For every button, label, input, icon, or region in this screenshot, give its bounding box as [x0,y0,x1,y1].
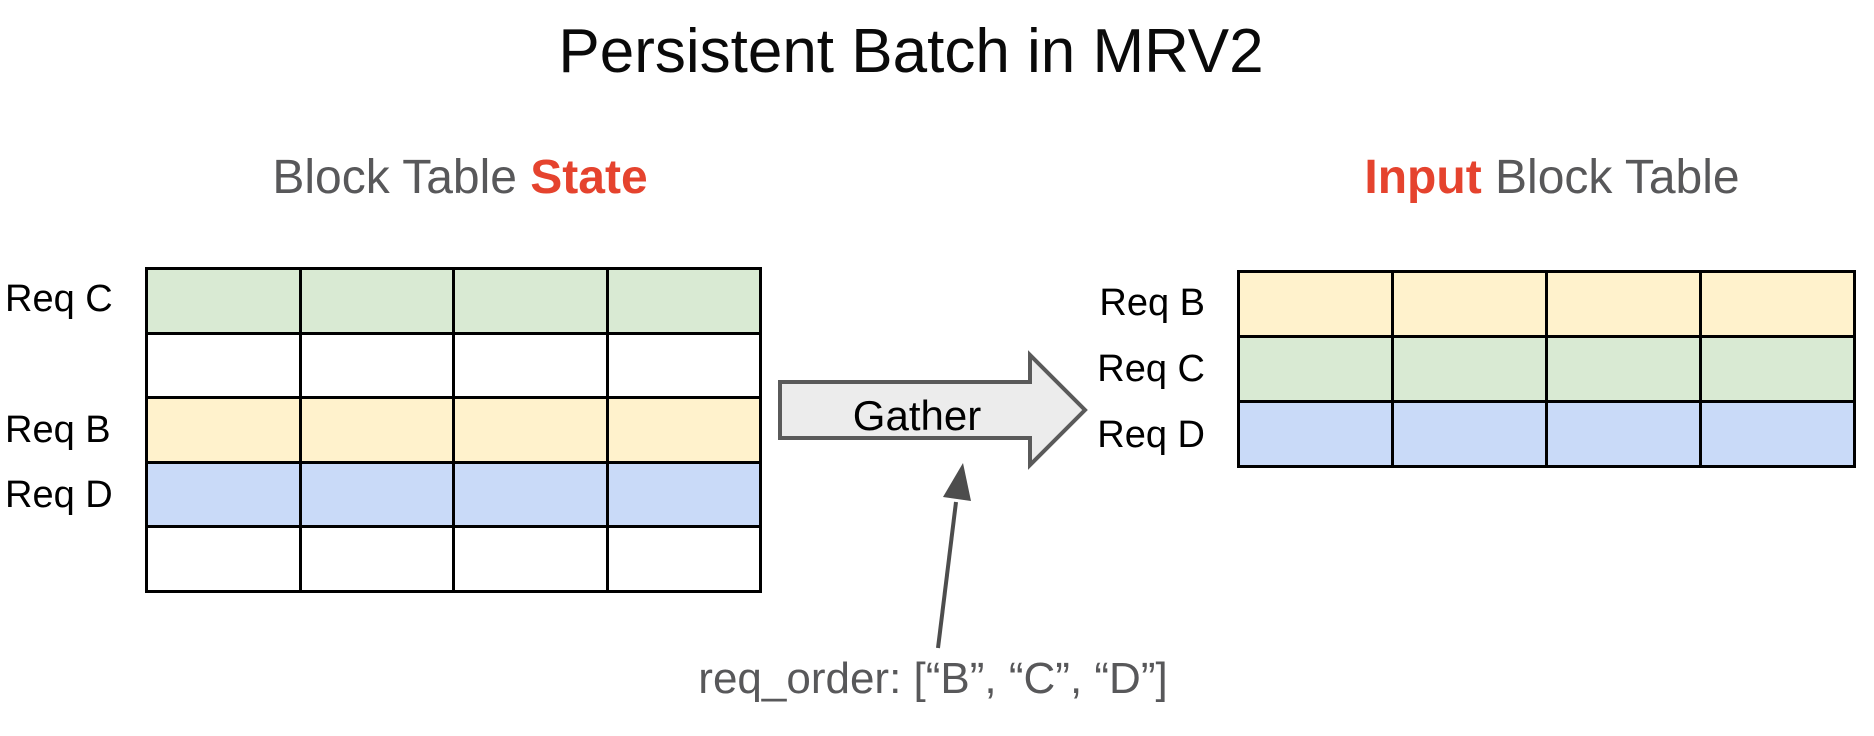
table-cell [301,463,452,526]
table-cell [1548,273,1699,335]
state-block-table [145,267,762,593]
annotation-arrow-icon [936,463,971,649]
table-row [148,334,759,397]
table-cell [1394,403,1545,465]
state-table-heading-prefix: Block Table [272,151,531,204]
table-cell [608,463,759,526]
input-block-table [1237,270,1856,468]
table-cell [1548,403,1699,465]
gather-arrow-shape [778,350,1088,470]
page-title: Persistent Batch in MRV2 [558,17,1264,86]
table-cell [1702,403,1853,465]
table-cell [455,528,606,590]
table-cell [608,399,759,461]
row-label-empty [5,332,135,397]
state-table-row-labels: Req C Req B Req D [5,267,135,593]
table-cell [455,463,606,526]
table-cell [1240,338,1391,400]
row-label: Req C [1097,347,1205,390]
row-label: Req D [5,473,113,516]
table-cell [608,528,759,590]
table-cell [608,270,759,332]
table-cell [301,270,452,332]
table-cell [1394,338,1545,400]
row-label: Req B [5,408,111,451]
table-cell [148,270,299,332]
table-cell [1702,273,1853,335]
input-table-heading-highlight: Input [1364,151,1482,204]
table-cell [455,334,606,397]
table-cell [608,334,759,397]
table-cell [1548,338,1699,400]
table-cell [301,399,452,461]
row-label-empty [5,528,135,593]
table-cell [1394,273,1545,335]
input-table-heading-suffix: Block Table [1481,151,1740,204]
table-cell [301,528,452,590]
state-table-heading: Block Table State [272,150,647,205]
input-table-row-labels: Req B Req C Req D [1040,270,1205,468]
table-row [148,270,759,332]
gather-arrow-label: Gather [853,392,981,439]
table-cell [148,334,299,397]
state-table-heading-highlight: State [530,151,648,204]
table-cell [148,399,299,461]
table-cell [1702,338,1853,400]
table-row [1240,338,1853,400]
table-row [1240,273,1853,335]
table-cell [1240,403,1391,465]
table-cell [301,334,452,397]
input-table-heading: Input Block Table [1364,150,1739,205]
table-cell [148,528,299,590]
table-cell [455,399,606,461]
table-row [148,463,759,526]
table-row [148,399,759,461]
table-row [1240,403,1853,465]
annotation-arrow-line [936,501,958,649]
gather-arrow-icon: Gather [778,350,1088,470]
row-label: Req C [5,278,113,321]
table-cell [1240,273,1391,335]
table-cell [455,270,606,332]
row-label: Req B [1099,281,1205,324]
row-label: Req D [1097,413,1205,456]
table-row [148,528,759,590]
annotation-arrow-head [943,463,971,501]
table-cell [148,463,299,526]
req-order-annotation: req_order: [“B”, “C”, “D”] [698,654,1168,703]
